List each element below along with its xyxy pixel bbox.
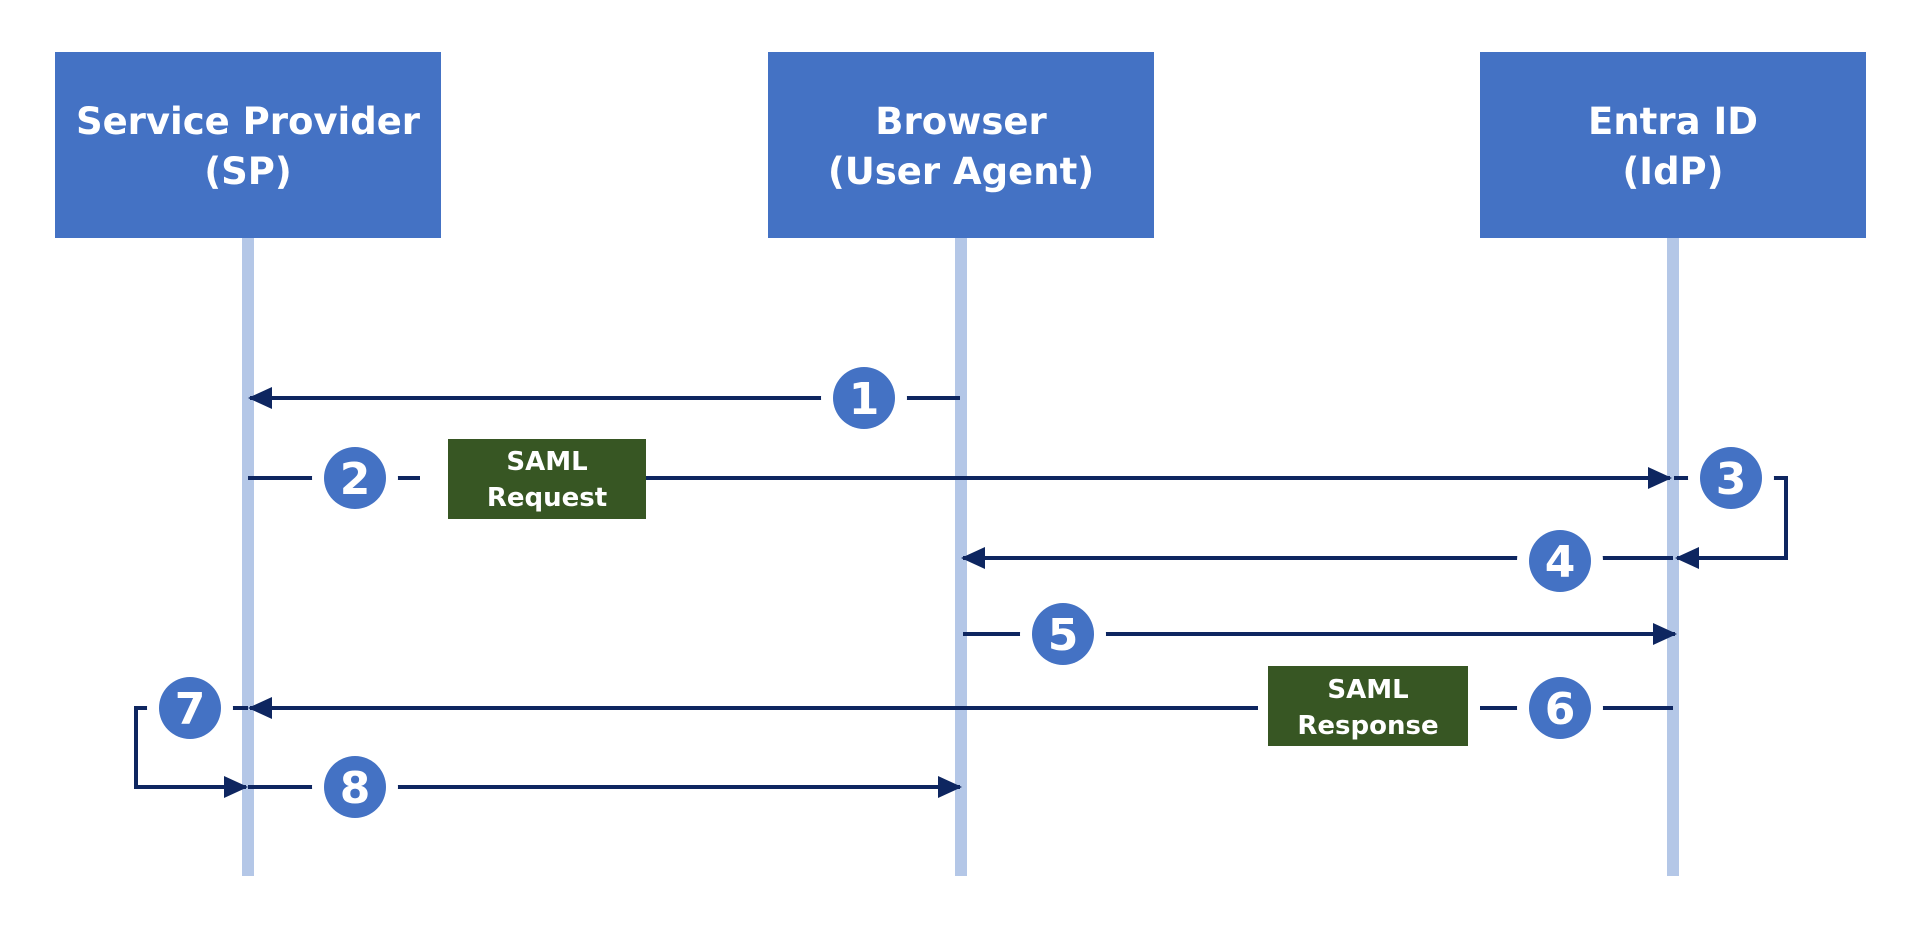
actor-service-provider: Service Provider (SP) — [55, 52, 441, 238]
actor-browser: Browser (User Agent) — [768, 52, 1154, 238]
step-badge-1: 1 — [821, 355, 907, 441]
step-badge-4: 4 — [1517, 518, 1603, 604]
step-badge-3: 3 — [1688, 435, 1774, 521]
step-badge-8: 8 — [312, 744, 398, 830]
step-number-5: 5 — [1048, 610, 1079, 661]
saml-request-line1: SAML — [506, 447, 587, 477]
actor-idp-line1: Entra ID — [1588, 100, 1758, 143]
step-badge-7: 7 — [147, 665, 233, 751]
step-number-1: 1 — [849, 374, 880, 425]
actor-browser-line1: Browser — [875, 100, 1047, 143]
step-badge-6: 6 — [1517, 665, 1603, 751]
step-number-2: 2 — [340, 454, 371, 505]
message-saml-request: SAML Request — [420, 436, 646, 522]
step-badge-5: 5 — [1020, 591, 1106, 677]
lifeline-sp — [242, 236, 254, 876]
saml-response-line1: SAML — [1327, 675, 1408, 705]
actor-entra-id: Entra ID (IdP) — [1480, 52, 1866, 238]
actor-idp-line2: (IdP) — [1622, 150, 1723, 193]
step-number-7: 7 — [175, 684, 206, 735]
actor-sp-line1: Service Provider — [76, 100, 421, 143]
saml-response-line2: Response — [1297, 711, 1438, 741]
message-saml-response: SAML Response — [1258, 664, 1480, 752]
saml-request-line2: Request — [487, 483, 607, 513]
actor-sp-line2: (SP) — [204, 150, 292, 193]
actor-browser-line2: (User Agent) — [828, 150, 1094, 193]
step-number-8: 8 — [340, 763, 371, 814]
step-number-3: 3 — [1716, 454, 1747, 505]
step-number-6: 6 — [1545, 684, 1576, 735]
step-badge-2: 2 — [312, 435, 398, 521]
step-number-4: 4 — [1545, 537, 1576, 588]
